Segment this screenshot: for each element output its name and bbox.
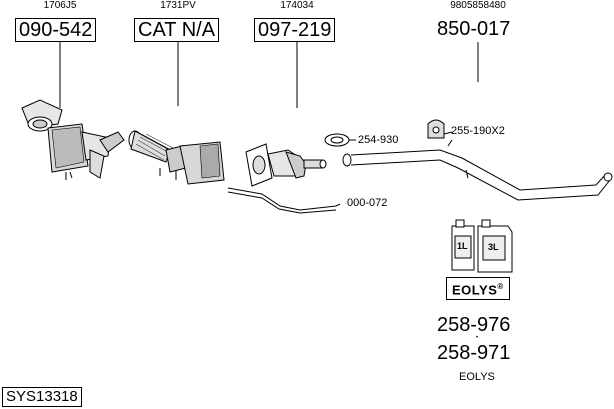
can-large-label: 3L [488, 242, 499, 252]
bracket-label[interactable]: 000-072 [347, 197, 388, 209]
rear-pipe-drawing [342, 139, 613, 201]
separator-dot: • [476, 335, 479, 341]
part-3-number[interactable]: 097-219 [254, 18, 336, 42]
catalyst-1-drawing [21, 99, 125, 180]
eolys-brand-text: EOLYS [452, 282, 498, 298]
fluid-cans-drawing [451, 219, 513, 273]
part-4-number[interactable]: 850-017 [437, 18, 511, 40]
fluid-number-2[interactable]: 258-971 [437, 342, 511, 364]
part-2-ref: 1731PV [160, 0, 196, 11]
registered-mark: ® [497, 282, 504, 291]
part-1-ref: 1706J5 [43, 0, 77, 11]
part-4-ref: 9805858480 [450, 0, 506, 11]
system-id: SYS13318 [2, 387, 82, 407]
catalyst-3-drawing [245, 143, 327, 187]
fluid-number-1[interactable]: 258-976 [437, 314, 511, 336]
hanger-label[interactable]: 255-190X2 [451, 125, 505, 137]
can-small-label: 1L [457, 241, 468, 251]
hanger-drawing [427, 119, 453, 139]
part-3-ref: 174034 [280, 0, 314, 11]
catalyst-2-drawing [128, 130, 225, 185]
clamp-label[interactable]: 254-930 [358, 134, 399, 146]
fluid-caption: EOLYS [459, 371, 495, 383]
clamp-drawing [324, 133, 356, 147]
bracket-drawing [227, 187, 341, 214]
eolys-brand-box: EOLYS® [446, 277, 510, 301]
part-2-number[interactable]: CAT N/A [134, 18, 220, 42]
part-1-number[interactable]: 090-542 [15, 18, 97, 42]
